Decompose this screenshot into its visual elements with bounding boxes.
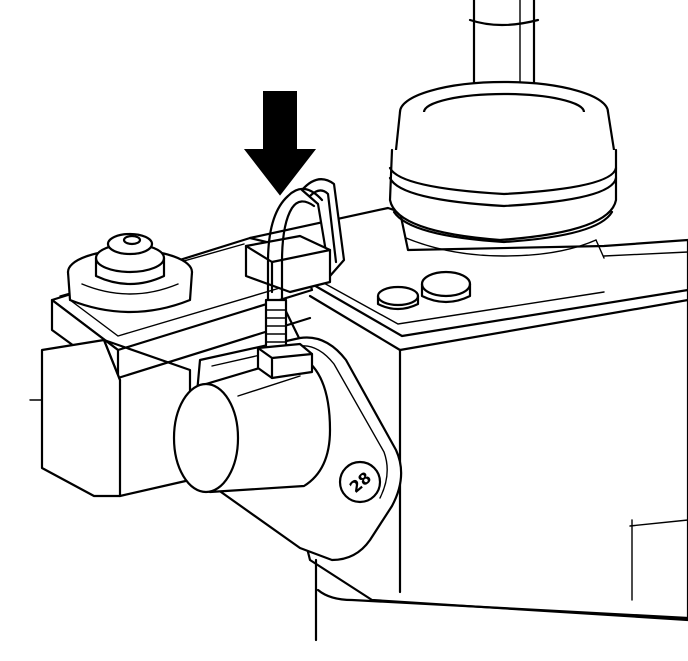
- shift-boot: [388, 0, 618, 259]
- sensor-body: [172, 354, 332, 494]
- arrow-down-icon: [243, 91, 317, 196]
- housing-fasteners: [376, 270, 472, 311]
- sensor-wire-lead: [244, 178, 346, 380]
- part-number-badge: 28: [338, 460, 382, 504]
- mounting-bolt: [66, 232, 194, 314]
